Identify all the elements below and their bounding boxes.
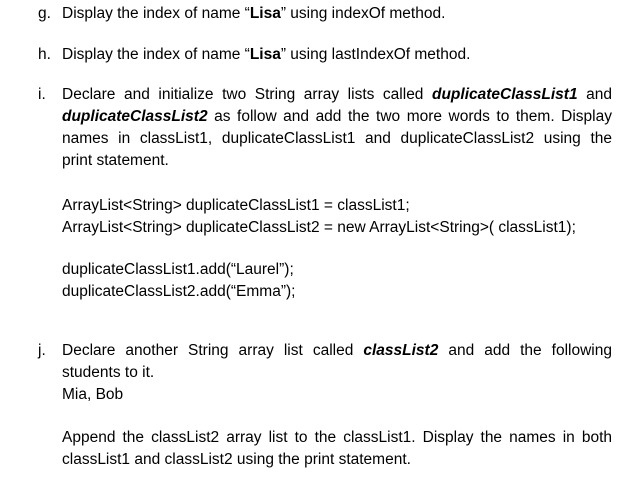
text-line: Display the index of name “Lisa” using i…: [62, 3, 612, 25]
text-segment: duplicateClassList2: [62, 108, 208, 125]
list-item-j: j. Declare another String array list cal…: [38, 340, 612, 406]
list-item-text: Display the index of name “Lisa” using l…: [62, 44, 612, 66]
text-line: Declare another String array list called…: [62, 340, 612, 362]
code-snippet-add-calls: duplicateClassList1.add(“Laurel”); duplic…: [62, 259, 612, 303]
document-page: g. Display the index of name “Lisa” usin…: [38, 3, 612, 471]
list-item-letter: g.: [38, 5, 51, 22]
text-segment: duplicateClassList1: [432, 86, 578, 103]
text-segment: students to it.: [62, 364, 155, 381]
text-segment: ” using indexOf method.: [280, 5, 446, 22]
text-segment: print statement.: [62, 152, 169, 169]
text-line: Append the classList2 array list to the …: [62, 427, 612, 449]
text-segment: classList2: [363, 342, 439, 359]
text-segment: Display the index of name “: [62, 46, 250, 63]
text-segment: Lisa: [249, 46, 281, 63]
text-segment: duplicateClassList1.add(“Laurel”);: [62, 261, 294, 278]
text-line: print statement.: [62, 150, 612, 172]
list-item-letter: j.: [38, 342, 46, 359]
list-item-i: i. Declare and initialize two String arr…: [38, 84, 612, 172]
text-segment: ArrayList<String> duplicateClassList1 = …: [62, 197, 410, 214]
text-segment: and add the following: [438, 342, 612, 359]
text-segment: Append the classList2 array list to the …: [62, 429, 612, 446]
text-line: classList1 and classList2 using the prin…: [62, 449, 612, 471]
text-line: students to it.: [62, 362, 612, 384]
text-segment: ArrayList<String> duplicateClassList2 = …: [62, 219, 576, 236]
text-line: duplicateClassList2 as follow and add th…: [62, 106, 612, 128]
text-segment: and: [577, 86, 612, 103]
list-item-text: Display the index of name “Lisa” using i…: [62, 3, 612, 25]
text-segment: ” using lastIndexOf method.: [280, 46, 471, 63]
text-line: ArrayList<String> duplicateClassList1 = …: [62, 195, 612, 217]
text-line: Display the index of name “Lisa” using l…: [62, 44, 612, 66]
list-item-text: Declare another String array list called…: [62, 340, 612, 406]
text-line: Mia, Bob: [62, 384, 612, 406]
text-line: Declare and initialize two String array …: [62, 84, 612, 106]
text-segment: Declare and initialize two String array …: [62, 86, 432, 103]
text-line: duplicateClassList1.add(“Laurel”);: [62, 259, 612, 281]
list-item-h: h. Display the index of name “Lisa” usin…: [38, 44, 612, 66]
text-segment: names in classList1, duplicateClassList1…: [62, 130, 612, 147]
text-segment: classList1 and classList2 using the prin…: [62, 451, 411, 468]
text-line: duplicateClassList2.add(“Emma”);: [62, 281, 612, 303]
paragraph-append-instruction: Append the classList2 array list to the …: [62, 427, 612, 471]
text-segment: duplicateClassList2.add(“Emma”);: [62, 283, 296, 300]
list-item-letter: i.: [38, 86, 46, 103]
text-line: names in classList1, duplicateClassList1…: [62, 128, 612, 150]
text-segment: Mia, Bob: [62, 386, 124, 403]
list-item-text: Declare and initialize two String array …: [62, 84, 612, 172]
text-segment: as follow and add the two more words to …: [207, 108, 612, 125]
code-snippet-declarations: ArrayList<String> duplicateClassList1 = …: [62, 195, 612, 239]
text-segment: Declare another String array list called: [62, 342, 364, 359]
text-segment: Display the index of name “: [62, 5, 250, 22]
text-line: ArrayList<String> duplicateClassList2 = …: [62, 217, 612, 239]
list-item-g: g. Display the index of name “Lisa” usin…: [38, 3, 612, 25]
list-item-letter: h.: [38, 46, 51, 63]
text-segment: Lisa: [249, 5, 281, 22]
